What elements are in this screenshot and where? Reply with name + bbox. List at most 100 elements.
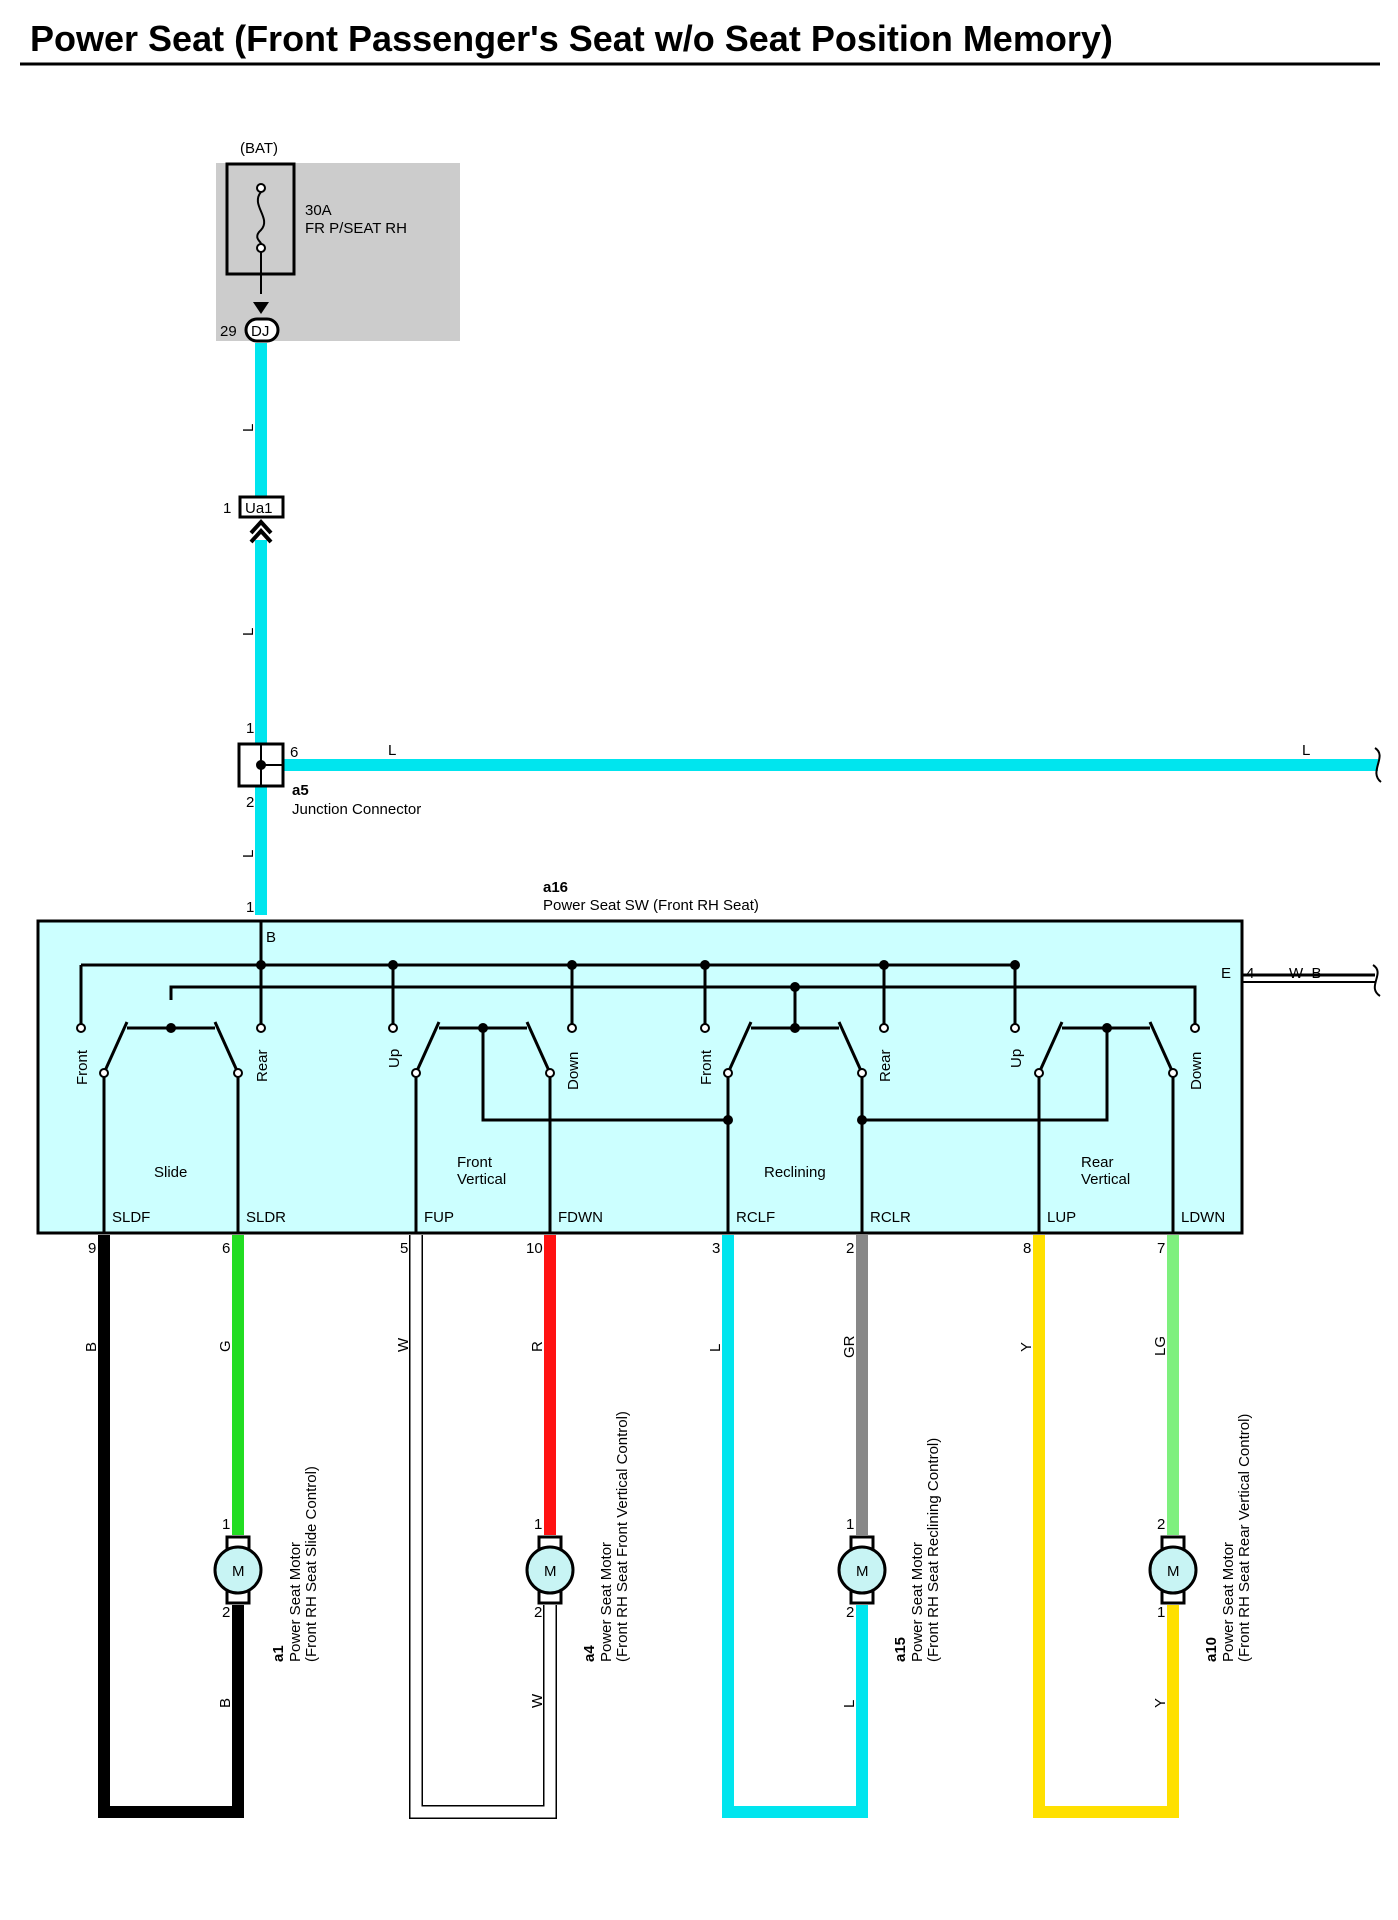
wire-front-w-outline [409,1235,557,1819]
motor-symbol: M [1167,1563,1180,1580]
motor-name: Power Seat Motor [1220,1542,1237,1662]
battery-source-label: (BAT) [240,140,278,157]
motor-code: a1 [270,1645,287,1662]
wire-color-label: B [83,1342,100,1352]
motor-pin: 2 [222,1604,230,1621]
section-slide: Slide [154,1164,187,1181]
motor-description: (Front RH Seat Reclining Control) [925,1438,942,1662]
wire-recline-l [722,1235,868,1818]
recline-rear-label: Rear [877,1049,894,1082]
junction-pin-top: 1 [246,720,254,737]
terminal-name: SLDR [246,1209,286,1226]
terminal-e-pin: 4 [1246,965,1254,982]
wire-color-label: GR [841,1335,858,1358]
wire-color-label: L [841,1700,858,1708]
ground-wire-label: W–B [1289,965,1322,982]
dj-pin: 29 [220,323,237,340]
junction-name: Junction Connector [292,801,421,818]
ua1-pin: 1 [223,500,231,517]
terminal-e-label: E [1221,965,1231,982]
recline-front-label: Front [698,1049,715,1085]
terminal-pin: 10 [526,1240,543,1257]
terminal-name: RCLR [870,1209,911,1226]
rear-down-label: Down [1188,1052,1205,1090]
motor-pin: 1 [1157,1604,1165,1621]
switch-junction-dots [166,960,1112,1125]
motor-icon [213,1545,263,1595]
junction-dot [256,760,266,770]
section-rear-vertical: Rear [1081,1154,1114,1171]
switch-pin-top: 1 [246,899,254,916]
motor-pin: 1 [534,1516,542,1533]
wire-color-label: L [240,850,257,858]
terminal-name: LDWN [1181,1209,1225,1226]
terminal-pin: 6 [222,1240,230,1257]
dj-label: DJ [251,323,269,340]
wire-color-label: L [707,1344,724,1352]
motor-description: (Front RH Seat Front Vertical Control) [614,1411,631,1662]
terminal-pin: 7 [1157,1240,1165,1257]
wire-color-label: W [529,1693,546,1708]
switch-name: Power Seat SW (Front RH Seat) [543,897,759,914]
front-up-label: Up [386,1049,403,1068]
motor-description: (Front RH Seat Slide Control) [303,1466,320,1662]
terminal-pin: 8 [1023,1240,1031,1257]
wire-color-label: G [217,1340,234,1352]
slide-front-label: Front [74,1049,91,1085]
ua1-connector [238,495,285,519]
switch-internal-wiring [79,921,1375,1233]
wire-color-label: W [395,1337,412,1352]
junction-pin-bottom: 2 [246,794,254,811]
motor-pin: 1 [846,1516,854,1533]
dj-connector [244,317,280,343]
terminal-name: LUP [1047,1209,1076,1226]
motor-rear-vertical: M [1148,1535,1198,1605]
motor-code: a4 [581,1645,598,1662]
wire-rear-y [1033,1235,1179,1818]
motor-pin: 2 [846,1604,854,1621]
wire-break-icon [1372,964,1381,997]
terminal-name: SLDF [112,1209,150,1226]
terminal-name: FDWN [558,1209,603,1226]
terminal-name: RCLF [736,1209,775,1226]
terminal-b-label: B [266,929,276,946]
fuse-name: FR P/SEAT RH [305,220,407,237]
motor-icon [1148,1545,1198,1595]
fuse-amps: 30A [305,202,332,219]
switch-contacts [76,1023,1200,1078]
rear-up-label: Up [1008,1049,1025,1068]
terminal-pin: 9 [88,1240,96,1257]
motor-symbol: M [232,1563,245,1580]
fuse-icon [253,183,269,314]
motor-description: (Front RH Seat Rear Vertical Control) [1236,1414,1253,1662]
section-front-vertical: Vertical [457,1171,506,1188]
motor-symbol: M [544,1563,557,1580]
wire-color-label: B [217,1698,234,1708]
wire-color-label: LG [1152,1336,1169,1356]
ua1-chevron-icon [249,519,273,544]
section-reclining: Reclining [764,1164,826,1181]
junction-pin-right: 6 [290,744,298,761]
motor-pin: 2 [1157,1516,1165,1533]
front-down-label: Down [565,1052,582,1090]
motor-icon [837,1545,887,1595]
motor-slide: M [213,1535,263,1605]
power-seat-switch-body [36,919,1244,1235]
ua1-label: Ua1 [245,500,273,517]
slide-rear-label: Rear [254,1049,271,1082]
fuse-block-background [216,163,460,341]
motor-name: Power Seat Motor [598,1542,615,1662]
terminal-pin: 5 [400,1240,408,1257]
wire-color-label: L [240,628,257,636]
motor-pin: 1 [222,1516,230,1533]
motor-icon [525,1545,575,1595]
terminal-pin: 3 [712,1240,720,1257]
wire-color-label: L [1302,742,1310,759]
section-front-vertical: Front [457,1154,493,1171]
junction-code: a5 [292,782,309,799]
page-title: Power Seat (Front Passenger's Seat w/o S… [30,18,1113,59]
motor-symbol: M [856,1563,869,1580]
motor-name: Power Seat Motor [909,1542,926,1662]
motor-front-vertical: M [525,1535,575,1605]
